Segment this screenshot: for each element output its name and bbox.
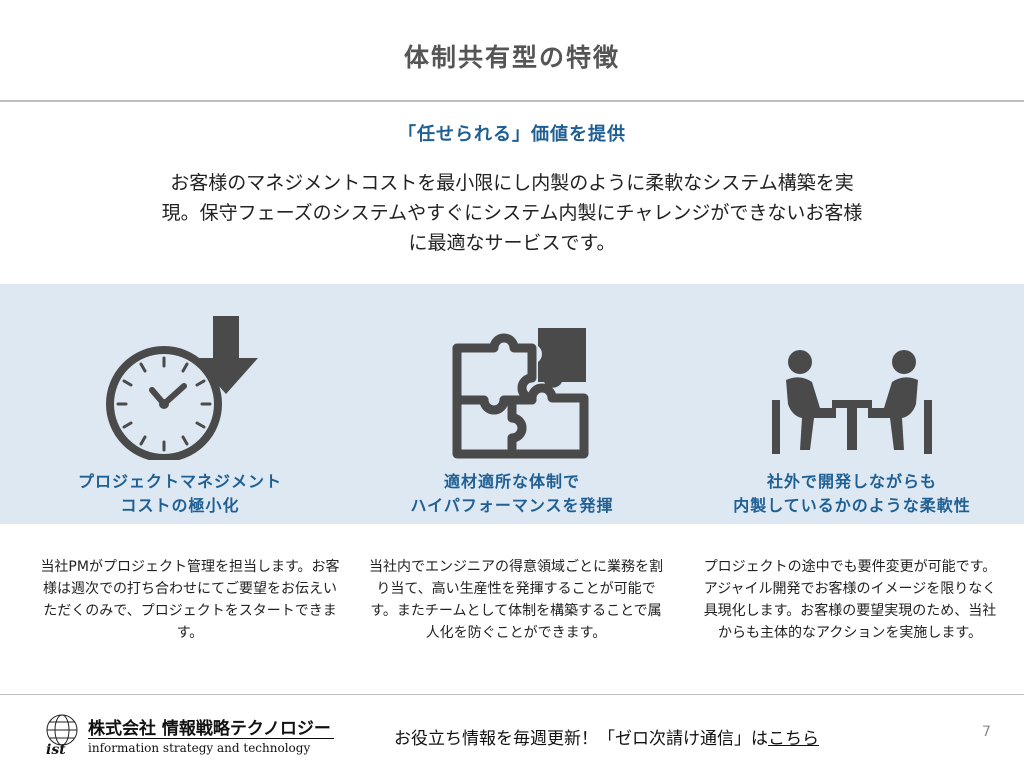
feature-title: 適材適所な体制で ハイパフォーマンスを発揮 [352,470,672,518]
company-name: 株式会社 情報戦略テクノロジー [88,719,331,739]
feature-flexibility: 社外で開発しながらも 内製しているかのような柔軟性 [692,300,1012,518]
feature-title: プロジェクトマネジメント コストの極小化 [20,470,340,518]
page-number: 7 [982,724,991,740]
lead-text: お客様のマネジメントコストを最小限にし内製のように柔軟なシステム構築を実現。保守… [161,172,863,254]
footer-notice-text: お役立ち情報を毎週更新！「ゼロ次請け通信」は [394,729,768,749]
subtitle: 「任せられる」価値を提供 [398,124,626,145]
company-logo: ist 株式会社 情報戦略テクノロジー information strategy… [40,712,340,760]
footer-divider [0,694,1024,695]
footer-link[interactable]: こちら [768,729,819,749]
footer-notice: お役立ち情報を毎週更新！「ゼロ次請け通信」はこちら [394,724,819,749]
feature-pm-cost: プロジェクトマネジメント コストの極小化 [20,300,340,518]
feature-description: プロジェクトの途中でも要件変更が可能です。アジャイル開発でお客様のイメージを限り… [703,559,997,641]
page-title: 体制共有型の特徴 [403,43,620,72]
title-divider [0,100,1024,102]
feature-description: 当社PMがプロジェクト管理を担当します。お客様は週次での打ち合わせにてご要望をお… [40,559,340,641]
feature-description: 当社内でエンジニアの得意領域ごとに業務を割り当て、高い生産性を発揮することが可能… [369,559,663,641]
feature-title-line: コストの極小化 [120,496,240,515]
clock-download-icon [20,300,340,460]
feature-title-line: 内製しているかのような柔軟性 [733,496,971,515]
feature-title-line: 社外で開発しながらも [766,472,937,491]
feature-title-line: ハイパフォーマンスを発揮 [410,496,614,515]
puzzle-icon [352,300,672,460]
logo-text: ist [46,742,66,758]
company-tagline: information strategy and technology [88,741,311,755]
feature-title-line: 適材適所な体制で [443,472,580,491]
feature-team: 適材適所な体制で ハイパフォーマンスを発揮 [352,300,672,518]
globe-logo-icon: ist [46,714,78,758]
logo-underline [88,738,334,739]
meeting-icon [692,300,1012,460]
feature-title: 社外で開発しながらも 内製しているかのような柔軟性 [692,470,1012,518]
feature-title-line: プロジェクトマネジメント [77,472,282,491]
